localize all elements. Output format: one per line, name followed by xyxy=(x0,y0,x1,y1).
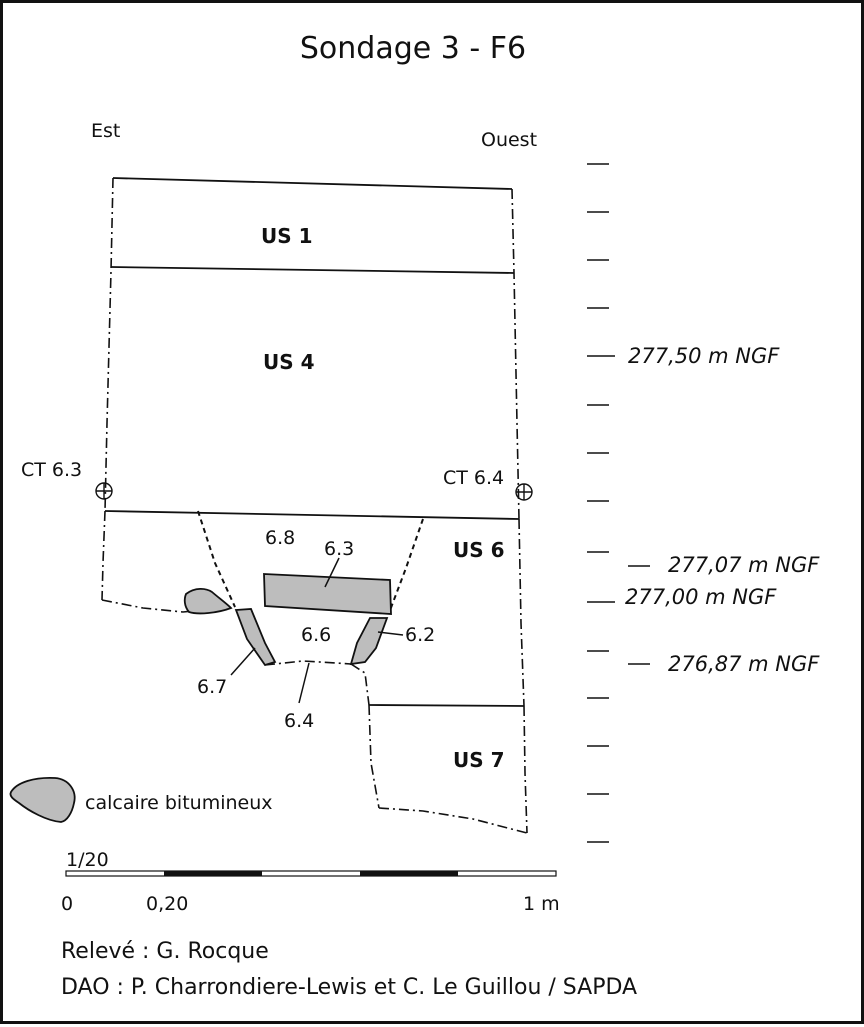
us6-label: US 6 xyxy=(453,538,505,562)
stone-small-left xyxy=(183,587,233,615)
us7-label: US 7 xyxy=(453,748,505,772)
elevation-label-2: 277,07 m NGF xyxy=(668,553,820,577)
scale-mid-label: 0,20 xyxy=(146,893,188,915)
stone-6-3 xyxy=(263,573,392,615)
ct-6-4-marker xyxy=(515,483,533,501)
us7-right-wall xyxy=(523,705,528,834)
us6-us7-boundary xyxy=(368,704,525,707)
section-svg: Sondage 3 - F6 Est Ouest xyxy=(9,31,820,1000)
top-surface-line xyxy=(112,177,513,190)
us1-us4-boundary xyxy=(110,266,515,274)
releve-credit: Relevé : G. Rocque xyxy=(61,939,269,964)
east-label: Est xyxy=(91,120,120,142)
pit-cut-right xyxy=(388,518,424,614)
feature-6-4-label: 6.4 xyxy=(284,710,314,732)
ct-6-3-marker xyxy=(95,482,113,500)
elevation-ruler xyxy=(587,163,650,843)
stone-6-2 xyxy=(349,617,389,666)
east-wall-line xyxy=(511,188,520,520)
leader-6-2 xyxy=(377,631,404,636)
us7-left-wall xyxy=(368,704,380,809)
elevation-label-3: 277,00 m NGF xyxy=(625,585,777,609)
leader-6-4 xyxy=(298,662,310,704)
ct-6-3-label: CT 6.3 xyxy=(21,459,82,481)
us6-right-wall xyxy=(518,518,525,707)
dao-credit: DAO : P. Charrondiere-Lewis et C. Le Gui… xyxy=(61,975,637,1000)
us7-base xyxy=(378,807,528,834)
feature-6-7-label: 6.7 xyxy=(197,676,227,698)
leader-lines xyxy=(230,557,404,704)
stones xyxy=(183,573,392,667)
feature-6-2-label: 6.2 xyxy=(405,624,435,646)
feature-6-3-label: 6.3 xyxy=(324,538,354,560)
scale-bar xyxy=(65,870,557,877)
feature-6-8-label: 6.8 xyxy=(265,527,295,549)
elevation-label-1: 277,50 m NGF xyxy=(628,344,780,368)
west-label: Ouest xyxy=(481,129,537,151)
feature-6-6-label: 6.6 xyxy=(301,624,331,646)
section-walls xyxy=(101,177,528,834)
scale-ratio: 1/20 xyxy=(66,849,109,871)
legend-label: calcaire bitumineux xyxy=(85,792,273,814)
leader-6-3 xyxy=(324,557,340,588)
us6-left-wall xyxy=(101,510,106,601)
us1-label: US 1 xyxy=(261,224,313,248)
pit-cut-left xyxy=(197,510,236,608)
ct-6-4-label: CT 6.4 xyxy=(443,467,504,489)
pit-wall xyxy=(350,663,370,706)
us4-us6-boundary xyxy=(104,510,520,520)
elevation-label-4: 276,87 m NGF xyxy=(668,652,820,676)
scale-start-label: 0 xyxy=(61,893,73,915)
west-wall-line xyxy=(104,177,114,512)
legend-swatch xyxy=(9,777,76,823)
drawing-title: Sondage 3 - F6 xyxy=(300,31,526,66)
us4-label: US 4 xyxy=(263,350,315,374)
horizons xyxy=(104,177,525,707)
pit-cut-6-8 xyxy=(197,510,424,614)
leader-6-7 xyxy=(230,647,256,676)
scale-end-label: 1 m xyxy=(523,893,560,915)
stone-6-7 xyxy=(234,608,277,667)
